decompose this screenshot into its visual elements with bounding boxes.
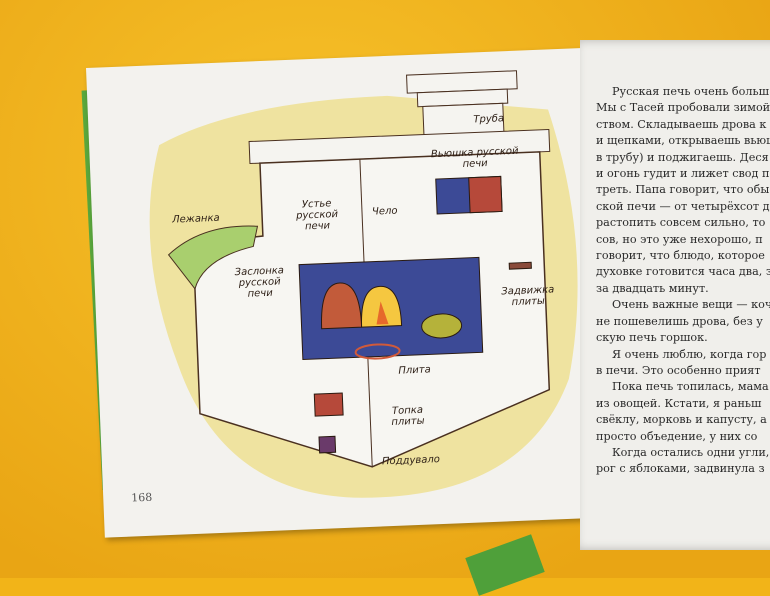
text-line: треть. Папа говорит, что обы <box>596 183 770 197</box>
text-line: Я очень люблю, когда гор <box>612 347 767 361</box>
label-lezhanka: Лежанка <box>171 212 220 226</box>
text-line: за двадцать минут. <box>596 281 709 295</box>
stove-illustration <box>149 70 578 498</box>
text-line: рог с яблоками, задвинула з <box>596 462 765 476</box>
body-text: Русская печь очень больш Мы с Тасей пробо… <box>596 84 770 478</box>
text-line: духовке готовится часа два, з <box>596 265 770 279</box>
text-line: сов, но это уже нехорошо, п <box>596 232 763 246</box>
label-plita: Плита <box>398 364 431 377</box>
text-line: в трубу) и поджигаешь. Деся <box>596 150 769 164</box>
text-line: и огонь гудит и лижет свод п <box>596 167 770 181</box>
text-line: в печи. Это особенно прият <box>596 363 761 377</box>
text-line: ством. Складываешь дрова к <box>596 117 767 131</box>
text-line: растопить совсем сильно, то <box>596 216 766 230</box>
label-podduvalo: Поддувало <box>381 454 441 468</box>
zaslonka-door <box>321 282 363 330</box>
right-page: Русская печь очень больш Мы с Тасей пробо… <box>580 40 770 550</box>
text-line: ской печи — от четырёхсот д <box>596 199 770 213</box>
text-line: свёклу, морковь и капусту, а <box>596 413 767 427</box>
text-line: Мы с Тасей пробовали зимой <box>596 101 770 115</box>
lezhanka-mattress <box>167 225 259 290</box>
kettle <box>421 313 463 339</box>
text-line: скую печь горшок. <box>596 331 708 345</box>
text-line: просто объедение, у них со <box>596 429 758 443</box>
text-line: Русская печь очень больш <box>612 85 769 98</box>
label-topka: Топка плиты <box>391 404 425 429</box>
text-line: говорит, что блюдо, которое <box>596 249 765 263</box>
text-line: Очень важные вещи — коч <box>612 298 770 312</box>
label-zadvizhka: Задвижка плиты <box>501 284 555 309</box>
text-line: не пошевелишь дрова, без у <box>596 314 763 328</box>
text-line: из овощей. Кстати, я раньш <box>596 396 762 410</box>
label-ustye: Устье русской печи <box>295 198 339 233</box>
label-vyushka: Вьюшка русской печи <box>430 145 519 170</box>
podduvalo-door <box>318 435 337 454</box>
text-line: Пока печь топилась, мама <box>612 380 769 394</box>
label-zaslonka: Заслонка русской печи <box>234 265 285 300</box>
topka-door <box>313 392 344 417</box>
text-line: и щепками, открываешь вьюш <box>596 134 770 148</box>
page-number: 168 <box>131 490 153 505</box>
label-truba: Труба <box>473 113 505 126</box>
label-chelo: Чело <box>371 205 398 218</box>
left-page: Лежанка Устье русской печи Заслонка русс… <box>86 47 605 538</box>
text-line: Когда остались одни угли, <box>612 445 770 459</box>
